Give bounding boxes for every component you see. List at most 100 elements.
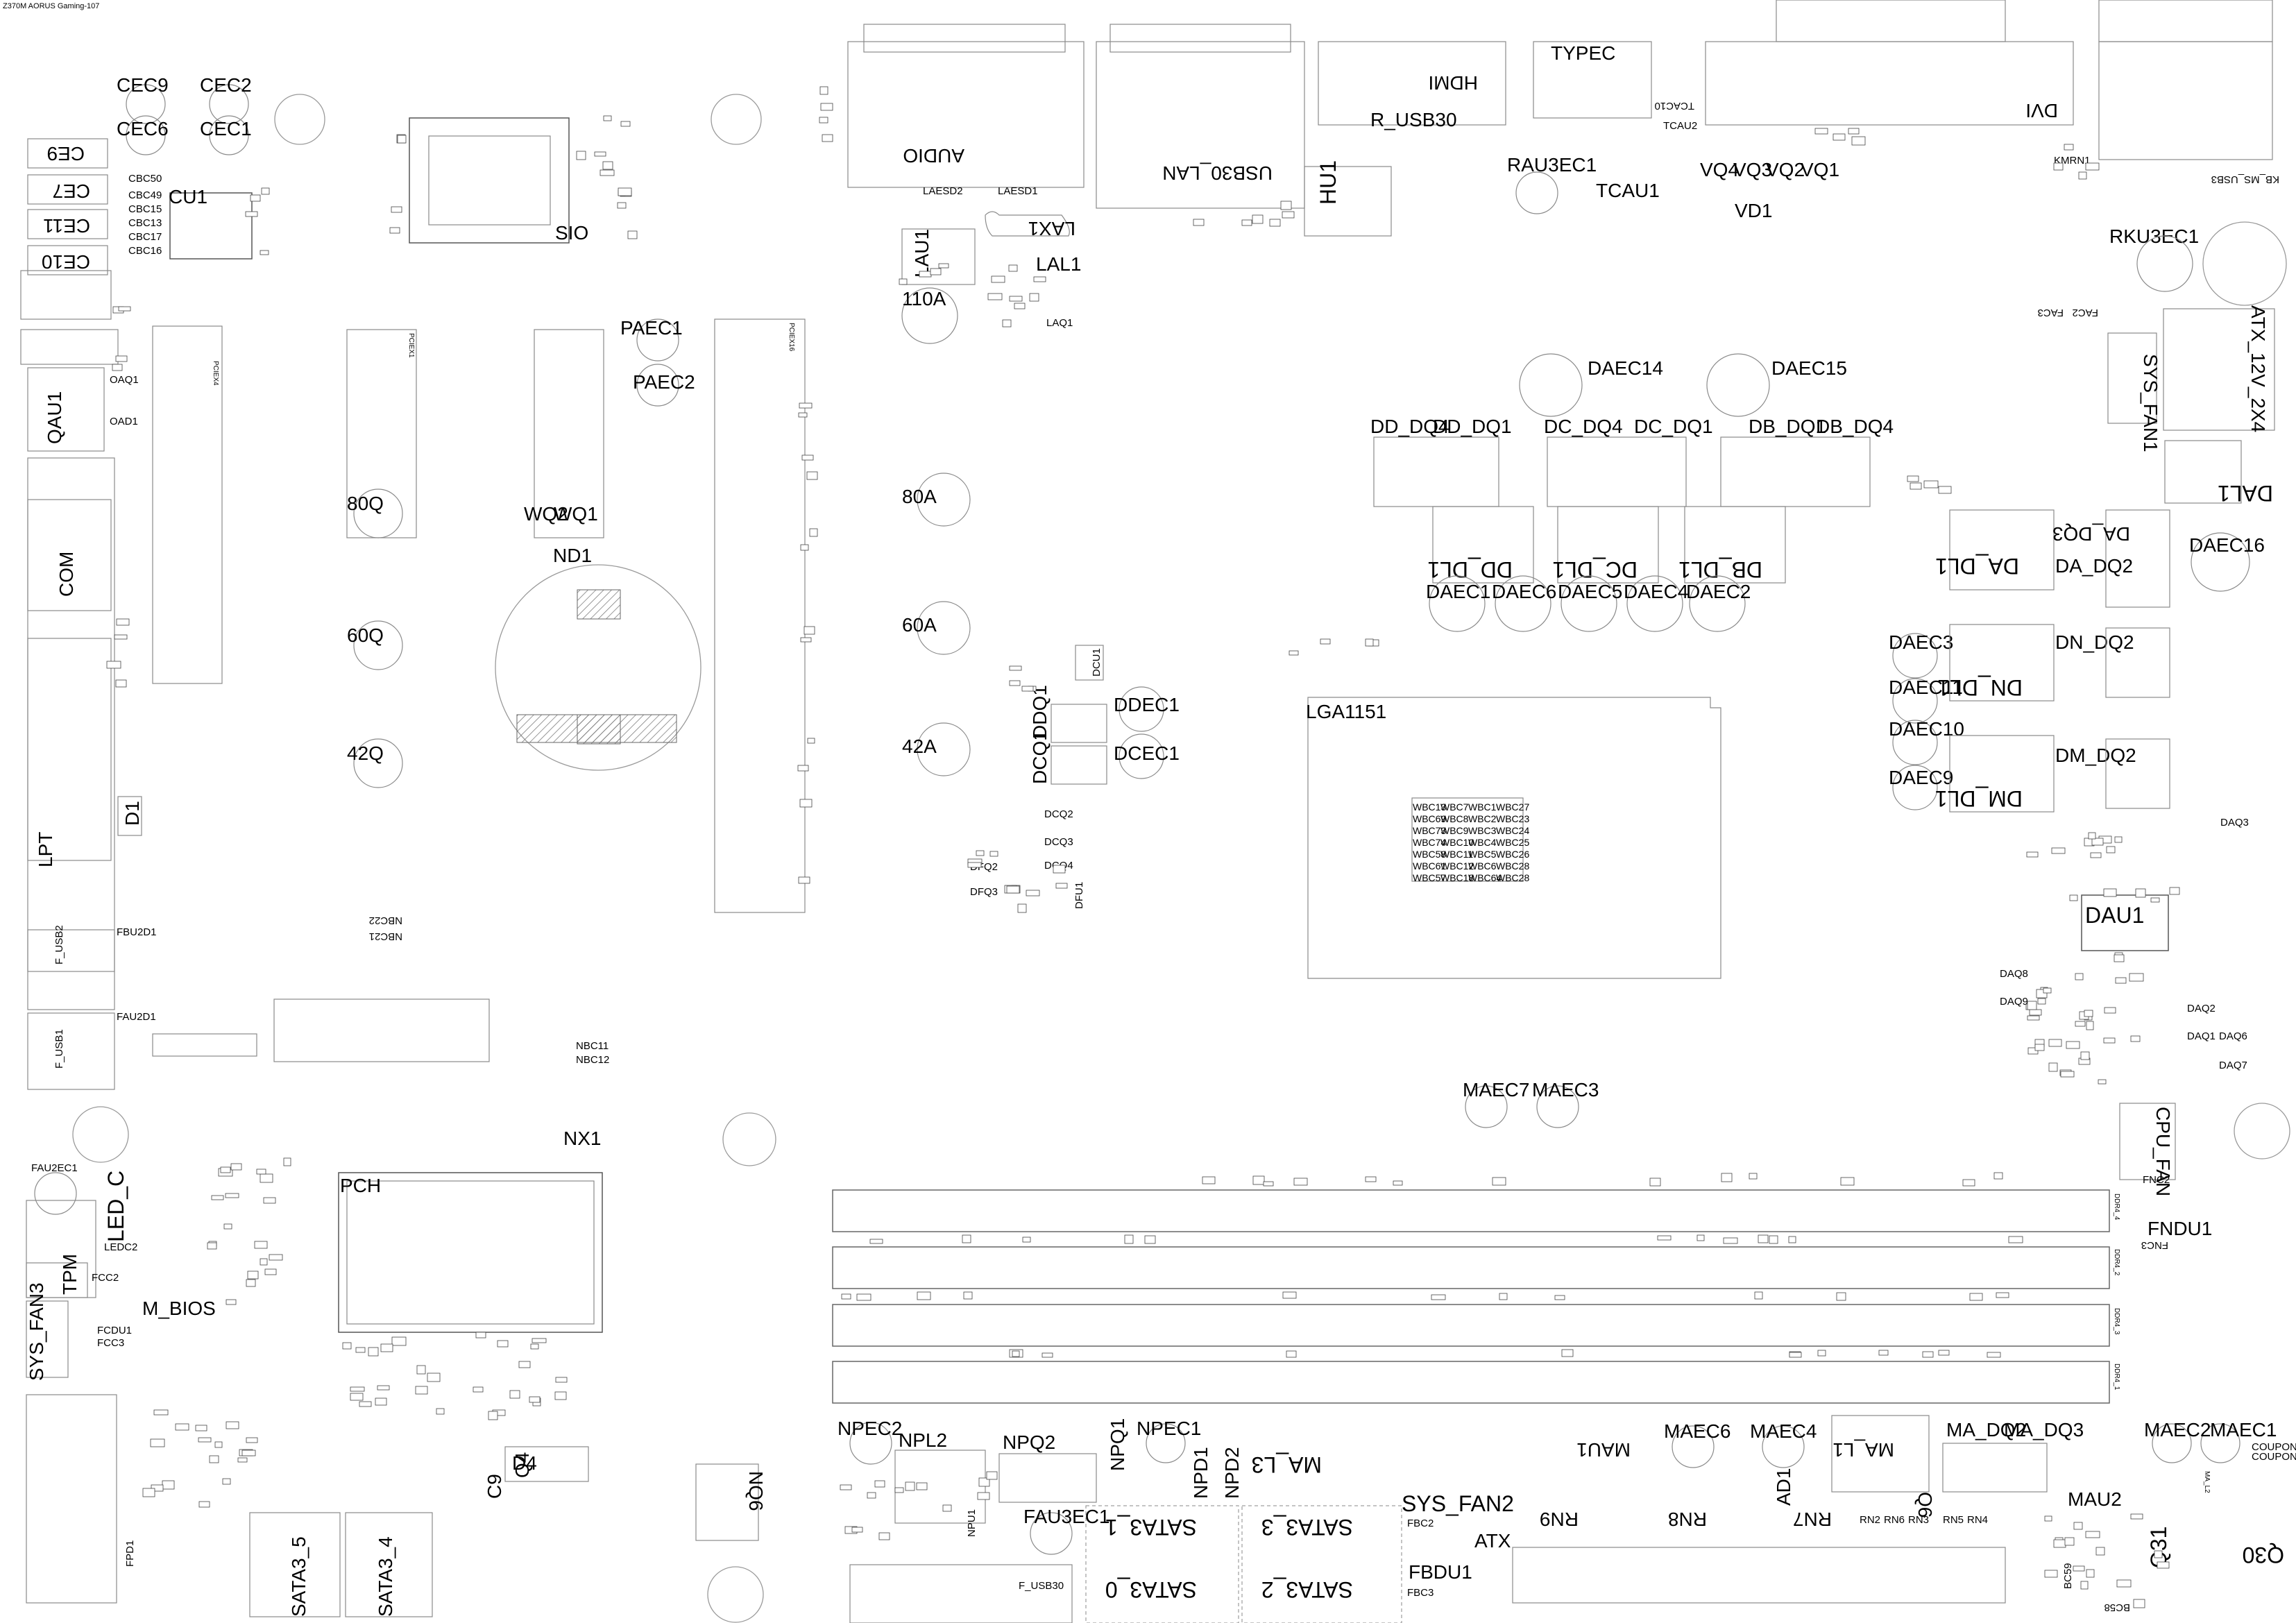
smd-part bbox=[150, 1438, 165, 1447]
wq1-label: WQ1 bbox=[554, 503, 598, 525]
fcc3-label: FCC3 bbox=[97, 1337, 124, 1349]
nbc21-label: NBC21 bbox=[369, 931, 402, 942]
cbc50-label: CBC50 bbox=[128, 173, 162, 185]
rn6-label: RN6 bbox=[1884, 1514, 1905, 1526]
wbc-cap-label: WBC73 bbox=[1413, 825, 1446, 836]
fcdu1-label: FCDU1 bbox=[97, 1325, 132, 1336]
wbc-cap-label: WBC9 bbox=[1440, 825, 1469, 836]
smd-part bbox=[1938, 1350, 1950, 1356]
smd-part bbox=[195, 1425, 207, 1431]
vq2-label: VQ2 bbox=[1766, 159, 1805, 180]
smd-part bbox=[260, 1258, 268, 1266]
daec14-label: DAEC14 bbox=[1588, 357, 1663, 379]
cbc13-label: CBC13 bbox=[128, 217, 162, 229]
smd-part bbox=[497, 1340, 509, 1348]
laesd1-label: LAESD1 bbox=[998, 185, 1038, 197]
smd-part bbox=[978, 1477, 990, 1487]
daec3-label: DAEC3 bbox=[1889, 631, 1953, 653]
smd-part bbox=[2133, 1599, 2145, 1608]
smd-part bbox=[2129, 973, 2144, 982]
smd-part bbox=[1041, 1352, 1053, 1358]
smd-part bbox=[269, 1254, 283, 1261]
smd-part bbox=[602, 161, 613, 170]
dd-dl1-label: DD_DL1 bbox=[1427, 557, 1513, 582]
smd-part bbox=[851, 1527, 863, 1533]
smd-part bbox=[917, 1291, 931, 1300]
smd-part bbox=[355, 1347, 366, 1353]
wbc-cap-label: WBC5 bbox=[1468, 849, 1497, 860]
smd-part bbox=[916, 1482, 928, 1490]
paec2-label: PAEC2 bbox=[633, 371, 695, 393]
smd-part bbox=[1241, 219, 1252, 226]
smd-part bbox=[986, 1471, 998, 1480]
fau3ec1-label: FAU3EC1 bbox=[1023, 1506, 1110, 1527]
smd-part bbox=[840, 1484, 852, 1490]
npq1-label: NPQ1 bbox=[1107, 1418, 1128, 1471]
wbc-cap-label: WBC24 bbox=[1496, 825, 1529, 836]
npl2-inductor bbox=[894, 1450, 986, 1524]
sys-fan3-header bbox=[26, 1300, 69, 1378]
smd-part bbox=[2157, 1561, 2170, 1569]
cbc49-label: CBC49 bbox=[128, 189, 162, 201]
smd-part bbox=[2103, 1037, 2116, 1044]
q4-block bbox=[504, 1446, 589, 1482]
pciex4-slot bbox=[152, 325, 223, 684]
dvi-connector bbox=[1705, 41, 2074, 126]
smd-part bbox=[261, 187, 270, 195]
smd-part bbox=[529, 1396, 541, 1403]
qau1-block bbox=[27, 367, 105, 452]
smd-part bbox=[1365, 638, 1374, 647]
smd-part bbox=[391, 1336, 407, 1346]
smd-part bbox=[1026, 890, 1040, 897]
lax1-crystal bbox=[985, 211, 1070, 237]
r-usb30-label: R_USB30 bbox=[1370, 109, 1457, 130]
smd-part bbox=[2095, 1547, 2105, 1556]
smd-part bbox=[2048, 1039, 2062, 1047]
smd-part bbox=[1878, 1350, 1889, 1356]
hu1-chip bbox=[1304, 166, 1392, 237]
cec9-label: CEC9 bbox=[117, 74, 169, 96]
wbc-cap-label: WBC23 bbox=[1496, 813, 1529, 824]
cec1-label: CEC1 bbox=[200, 118, 252, 139]
smd-part bbox=[2104, 1007, 2116, 1014]
wbc-cap-label: WBC28 bbox=[1496, 860, 1529, 872]
dcq1-label: DCQ1 bbox=[1029, 730, 1051, 784]
smd-part bbox=[1014, 303, 1026, 309]
smd-part bbox=[938, 263, 949, 269]
wbc-cap-label: WBC11 bbox=[1440, 849, 1473, 860]
smd-part bbox=[283, 1157, 291, 1166]
wbc-cap-label: WBC58 bbox=[1413, 849, 1446, 860]
rn4-label: RN4 bbox=[1967, 1514, 1988, 1526]
wbc-cap-label: WBC3 bbox=[1468, 825, 1497, 836]
d1-label: D1 bbox=[121, 801, 143, 826]
smd-part bbox=[874, 1480, 885, 1488]
atx-24pin-connector bbox=[1512, 1547, 2006, 1604]
smd-part bbox=[1144, 1235, 1156, 1244]
fac3-label: FAC3 bbox=[2037, 307, 2064, 318]
smd-part bbox=[799, 799, 813, 808]
npd2-label: NPD2 bbox=[1221, 1447, 1243, 1499]
smd-part bbox=[798, 412, 808, 418]
smd-part bbox=[1554, 1295, 1565, 1300]
q30-label: Q30 bbox=[2243, 1543, 2284, 1567]
dcq1-block bbox=[1051, 745, 1107, 785]
smd-part bbox=[1832, 133, 1846, 141]
smd-part bbox=[2066, 1041, 2080, 1049]
smd-part bbox=[942, 1504, 952, 1512]
c9-label: C9 bbox=[484, 1474, 505, 1499]
sata3-4-label: SATA3_4 bbox=[375, 1536, 396, 1617]
a60-label: 60A bbox=[902, 614, 937, 636]
smd-part bbox=[247, 1271, 259, 1280]
smd-part bbox=[214, 1441, 223, 1448]
smd-part bbox=[2130, 1035, 2141, 1042]
db-dl1-label: DB_DL1 bbox=[1678, 557, 1762, 582]
da-dl1-label: DA_DL1 bbox=[1935, 554, 2019, 579]
smd-part bbox=[436, 1408, 445, 1415]
fau2d1-label: FAU2D1 bbox=[117, 1011, 156, 1023]
pch-chip bbox=[338, 1172, 603, 1333]
pciex1-label: PCIEX1 bbox=[407, 333, 415, 358]
sio-chip bbox=[409, 117, 570, 244]
smd-part bbox=[1987, 1352, 2001, 1358]
dd-dq1-label: DD_DQ1 bbox=[1433, 416, 1512, 437]
a110-label: 110A bbox=[902, 288, 946, 309]
